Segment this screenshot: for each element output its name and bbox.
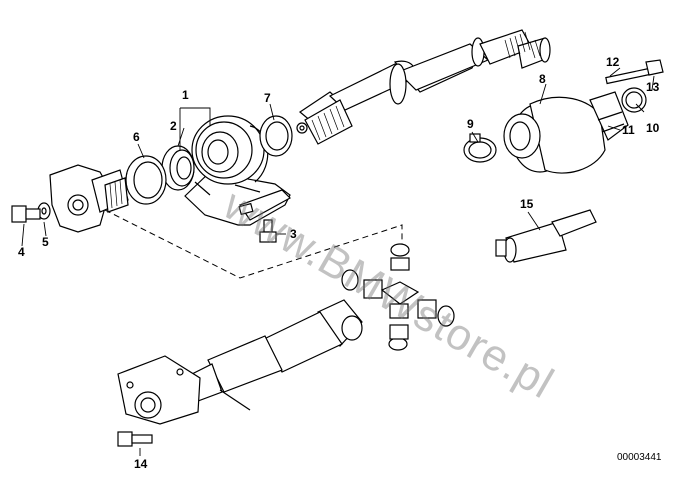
assembly-guide-dashed [104, 209, 403, 279]
drawing-number: 00003441 [617, 452, 662, 463]
universal-joint [341, 243, 455, 351]
hex-bolt-flange [11, 205, 41, 223]
callout-6: 6 [133, 130, 140, 144]
callout-8: 8 [539, 72, 546, 86]
washer [37, 202, 51, 220]
ball-bearing [161, 145, 195, 191]
callout-11: 11 [622, 123, 635, 137]
callout-12: 12 [606, 55, 620, 69]
stud-bolt [605, 59, 664, 85]
upper-shaft [296, 29, 551, 145]
hex-bolt-lower [117, 431, 153, 447]
callout-4: 4 [18, 245, 25, 259]
callout-9: 9 [467, 117, 474, 131]
locking-ring [621, 87, 647, 113]
center-bearing-assembly [184, 115, 291, 226]
callout-15: 15 [520, 197, 534, 211]
callout-1: 1 [182, 88, 189, 102]
hose-clamp [463, 133, 497, 163]
callout-10: 10 [646, 121, 660, 135]
rubber-boot-assembly [503, 91, 629, 174]
leader-lines [21, 67, 655, 456]
lower-shaft [117, 299, 363, 425]
callout-7: 7 [264, 91, 271, 105]
seal-ring [125, 155, 167, 205]
bracket-bolt [259, 219, 277, 243]
callout-5: 5 [42, 235, 49, 249]
callout-2: 2 [170, 119, 177, 133]
callout-13: 13 [646, 80, 660, 94]
callout-14: 14 [134, 457, 148, 471]
callout-3: 3 [290, 227, 297, 241]
drive-flange [49, 164, 129, 233]
dust-cap [259, 115, 293, 157]
grease-tube [495, 209, 597, 263]
